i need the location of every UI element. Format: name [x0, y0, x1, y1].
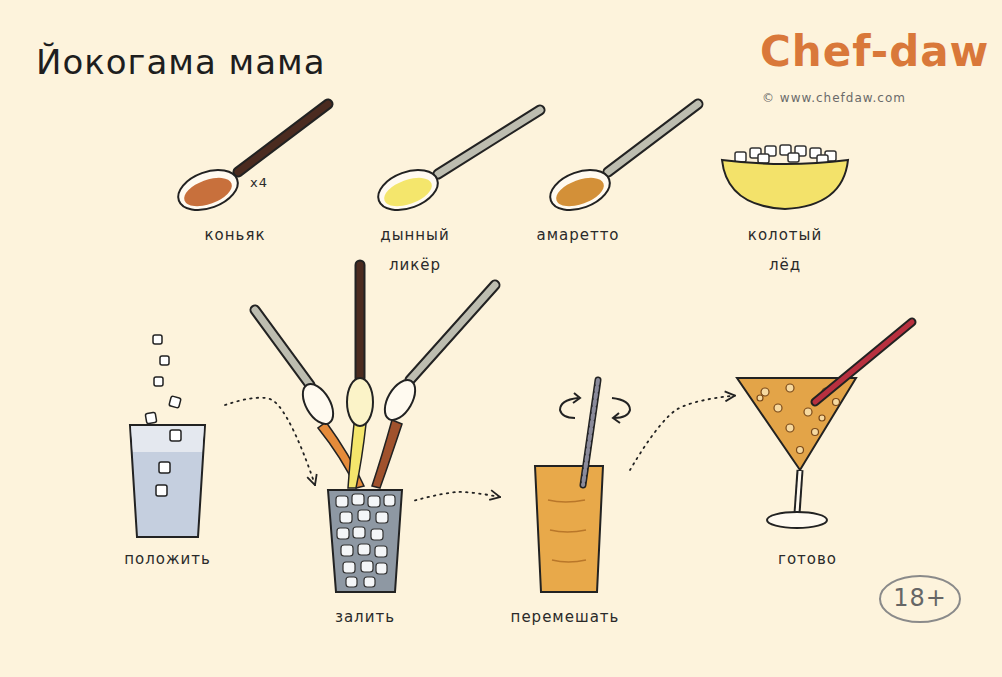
- step-label: положить: [124, 550, 211, 568]
- step-label: перемешать: [511, 608, 620, 626]
- cognac-spoon: [173, 104, 328, 218]
- step-label: залить: [335, 608, 395, 626]
- age-badge: 18+: [878, 574, 962, 624]
- ingredient-label: дынный ликёр: [370, 220, 460, 280]
- step-box: перемешать: [500, 455, 630, 630]
- amaretto-spoon: [545, 104, 698, 218]
- step-box: готово: [735, 320, 880, 572]
- stirred-glass: [535, 380, 630, 592]
- ingredient-label: амаретто: [518, 220, 638, 250]
- ingredient-label: коньяк: [190, 220, 280, 250]
- ingredient-label: колотый лёд: [740, 220, 830, 280]
- pouring-spoons: [255, 265, 495, 488]
- glass-of-ice: [328, 490, 402, 592]
- ice-glass: [130, 335, 205, 537]
- brand-logo: Chef-daw: [760, 26, 989, 78]
- step-label: готово: [778, 550, 837, 568]
- cocktail-glass: [737, 322, 912, 528]
- melon-spoon: [373, 110, 540, 218]
- badge-ellipse: [880, 576, 960, 622]
- quantity-note: x4: [250, 174, 268, 192]
- copyright-note: © www.chefdaw.com: [762, 90, 906, 106]
- title: Йокогама мама: [36, 42, 326, 82]
- step-box: положить: [110, 325, 225, 572]
- age-rating: 18+: [893, 584, 947, 612]
- ice-bowl: [722, 145, 848, 209]
- dotted-arrow: [630, 396, 735, 470]
- dotted-arrow: [225, 398, 315, 485]
- dotted-arrow: [415, 492, 500, 500]
- step-box: залить: [315, 470, 415, 630]
